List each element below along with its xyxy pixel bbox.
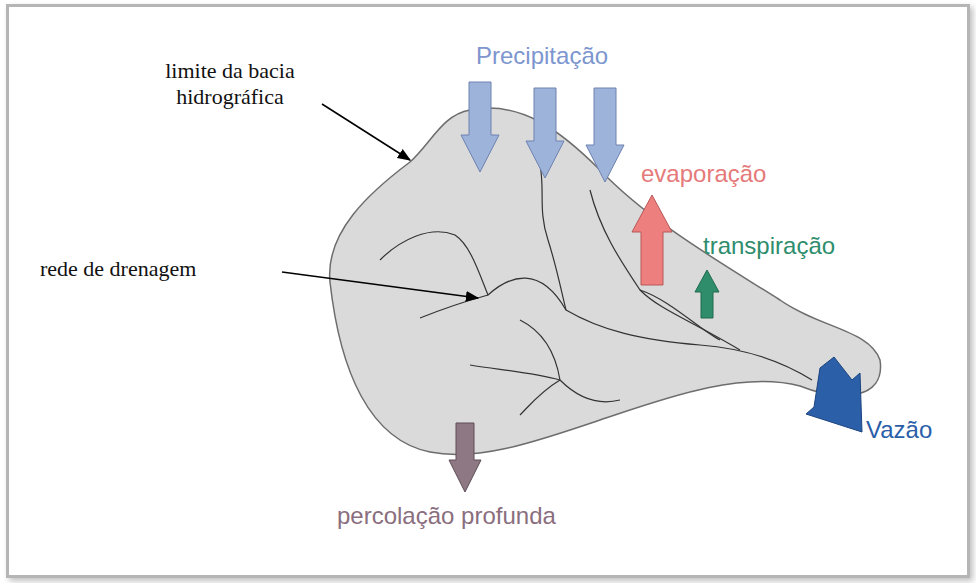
drainage-network [380,165,812,415]
leader-line [282,272,478,298]
evaporation-arrow [632,195,672,285]
percolation-arrow [449,423,481,492]
callout-label: rede de drenagem [40,256,196,282]
flux-label: Precipitação [476,42,608,71]
flux-label: percolação profunda [337,502,556,531]
leader-line [322,104,410,160]
discharge-arrow [806,357,862,432]
transpiration-arrow [695,270,719,318]
flux-label: transpiração [703,232,835,261]
precipitation-arrows [461,82,624,182]
flux-label: Vazão [866,416,932,445]
flux-label: evaporação [641,160,766,189]
callout-label: limite da bacia hidrográfica [120,58,340,111]
